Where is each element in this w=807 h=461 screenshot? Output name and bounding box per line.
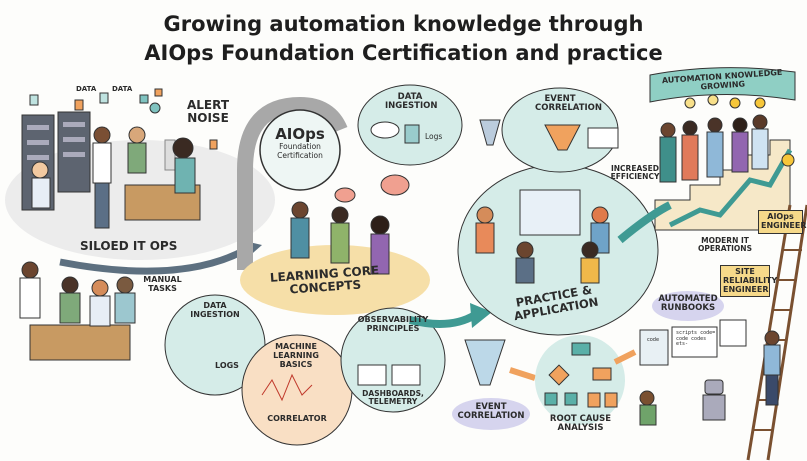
certification-bubble [259, 109, 341, 191]
automated-runbooks-label: AUTOMATED RUNBOOKS [652, 291, 724, 321]
funnel-icon [544, 124, 581, 151]
monitor-icon [519, 189, 581, 236]
document-icon [639, 329, 669, 366]
aiops-engineer-sign: AIOps ENGINEER [758, 210, 807, 234]
climber [763, 330, 781, 406]
modern-it-operations-label: MODERN IT OPERATIONS [698, 236, 752, 254]
window-icon [719, 319, 747, 347]
dashboard-icon [391, 364, 421, 386]
brain-icon [334, 174, 410, 203]
robot-icon [702, 379, 726, 421]
concept-title: DATA INGESTION [190, 301, 240, 319]
concept-circle-observability [340, 307, 446, 413]
siloed-it-ops-label: SILOED IT OPS [80, 239, 178, 253]
funnel-icon [479, 119, 501, 146]
concept-title: MACHINE LEARNING BASICS [273, 342, 319, 369]
certification-sub: Foundation Certification [277, 142, 323, 160]
alert-noise-label: ALERT NOISE [186, 98, 230, 126]
certification-text: AIOps Foundation Certification [265, 125, 335, 160]
students [290, 201, 390, 275]
concept-caption: DASHBOARDS, TELEMETRY [362, 389, 424, 407]
arrow-orange [509, 367, 536, 381]
floating-data-icons [29, 88, 218, 150]
lightbulb-icon [684, 94, 719, 109]
root-cause-label: ROOT CAUSE ANALYSIS [549, 414, 612, 434]
tree-icon [544, 342, 618, 408]
ladder [746, 204, 807, 461]
concept-title: OBSERVABILITY PRINCIPLES [357, 315, 429, 333]
practitioners [475, 206, 610, 284]
code-text: scripts code= code codes ets- [676, 330, 716, 347]
document-text: code [647, 337, 660, 343]
funnel-icon [464, 339, 506, 386]
team-people [659, 114, 769, 183]
arrow-to-learning [59, 246, 247, 275]
paper-stack [164, 139, 176, 171]
ml-chart-line [261, 373, 313, 402]
concept-caption: CORRELATOR [267, 414, 327, 423]
event-correlation-label: EVENT CORRELATION [452, 398, 530, 430]
arch [237, 96, 348, 270]
manual-tasks-people [19, 261, 136, 361]
concept-caption: LOGS [215, 361, 239, 370]
sre-sign: SITE RELIABILITY ENGINEER [720, 265, 777, 298]
arrow-to-growth [617, 201, 672, 244]
cloud-icon [370, 121, 400, 139]
ingestion-title: DATA INGESTION [385, 92, 438, 112]
data-label: DATA [112, 85, 133, 93]
aiops-label: AIOps [275, 125, 325, 143]
title-line-1: Growing automation knowledge through [163, 12, 644, 36]
database-icon [404, 124, 420, 144]
logs-label: Logs [425, 132, 443, 141]
title-line-2: AIOps Foundation Certification and pract… [144, 41, 663, 65]
arrow-orange [613, 349, 637, 365]
increased-efficiency-label: INCREASED EFFICIENCY [610, 164, 660, 182]
growth-arrow [668, 148, 793, 228]
data-label: DATA [76, 85, 97, 93]
manual-tasks-label: MANUAL TASKS [143, 275, 182, 293]
people-siloed [31, 126, 196, 229]
dashboard-icon [357, 364, 387, 386]
correlation-title: EVENT CORRELATION [535, 94, 602, 114]
technician [639, 390, 657, 426]
banner [649, 67, 796, 103]
code-window [671, 326, 718, 358]
arrow-to-practice [409, 311, 478, 328]
star-icon [729, 97, 795, 167]
screen-icon [587, 127, 619, 149]
